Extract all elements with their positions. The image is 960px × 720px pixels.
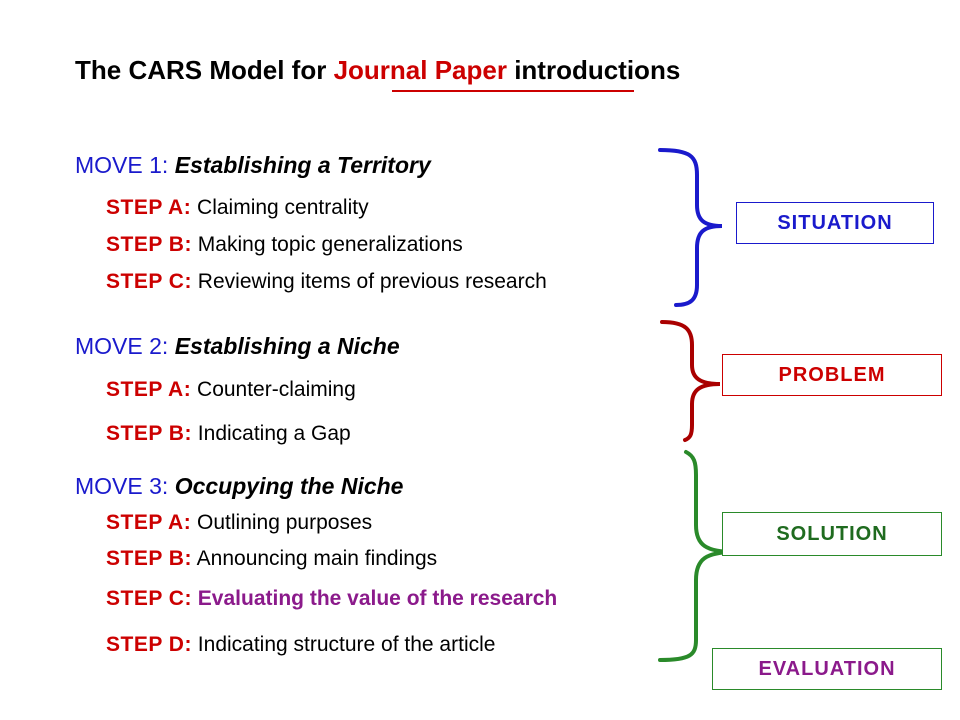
problem-brace xyxy=(660,320,721,442)
step-label: STEP D: xyxy=(106,633,192,656)
solution-brace xyxy=(658,450,736,662)
step-label: STEP A: xyxy=(106,511,192,534)
move-1-label: MOVE 1: xyxy=(75,152,175,178)
move-1-heading: MOVE 1: Establishing a Territory xyxy=(75,152,431,179)
move-3-step-a: STEP A: Outlining purposes xyxy=(106,511,372,535)
title-prefix: The CARS Model for xyxy=(75,55,334,85)
move-1-text: Establishing a Territory xyxy=(174,152,431,178)
step-text: Outlining purposes xyxy=(191,511,373,534)
evaluation-box: EVALUATION xyxy=(712,648,942,690)
move-1-step-b: STEP B: Making topic generalizations xyxy=(106,233,463,257)
move-1-step-c: STEP C: Reviewing items of previous rese… xyxy=(106,270,547,294)
move-3-step-c: STEP C: Evaluating the value of the rese… xyxy=(106,587,557,611)
move-2-step-a: STEP A: Counter-claiming xyxy=(106,378,356,402)
step-label: STEP A: xyxy=(106,378,192,401)
move-3-step-b: STEP B: Announcing main findings xyxy=(106,547,437,571)
move-1-step-a: STEP A: Claiming centrality xyxy=(106,196,369,220)
move-3-label: MOVE 3: xyxy=(75,473,175,499)
solution-box: SOLUTION xyxy=(722,512,942,556)
step-label: STEP B: xyxy=(106,233,192,256)
step-text: Counter-claiming xyxy=(191,378,356,401)
move-3-step-d: STEP D: Indicating structure of the arti… xyxy=(106,633,495,657)
title-underline xyxy=(392,90,634,92)
title-highlight: Journal Paper xyxy=(333,55,507,85)
situation-box: SITUATION xyxy=(736,202,934,244)
move-3-heading: MOVE 3: Occupying the Niche xyxy=(75,473,403,500)
step-label: STEP C: xyxy=(106,587,192,610)
step-text: Announcing main findings xyxy=(191,547,438,570)
step-text: Evaluating the value of the research xyxy=(191,587,558,610)
step-text: Making topic generalizations xyxy=(191,233,463,256)
step-label: STEP A: xyxy=(106,196,192,219)
step-label: STEP B: xyxy=(106,422,192,445)
step-text: Reviewing items of previous research xyxy=(191,270,547,293)
step-text: Indicating structure of the article xyxy=(191,633,496,656)
step-text: Claiming centrality xyxy=(191,196,369,219)
move-3-text: Occupying the Niche xyxy=(174,473,404,499)
move-2-label: MOVE 2: xyxy=(75,333,175,359)
title-suffix: introductions xyxy=(506,55,681,85)
step-label: STEP C: xyxy=(106,270,192,293)
move-2-heading: MOVE 2: Establishing a Niche xyxy=(75,333,400,360)
problem-box: PROBLEM xyxy=(722,354,942,396)
move-2-text: Establishing a Niche xyxy=(174,333,400,359)
move-2-step-b: STEP B: Indicating a Gap xyxy=(106,422,351,446)
page-title: The CARS Model for Journal Paper introdu… xyxy=(75,55,680,86)
situation-brace xyxy=(658,148,723,307)
step-text: Indicating a Gap xyxy=(191,422,351,445)
step-label: STEP B: xyxy=(106,547,192,570)
